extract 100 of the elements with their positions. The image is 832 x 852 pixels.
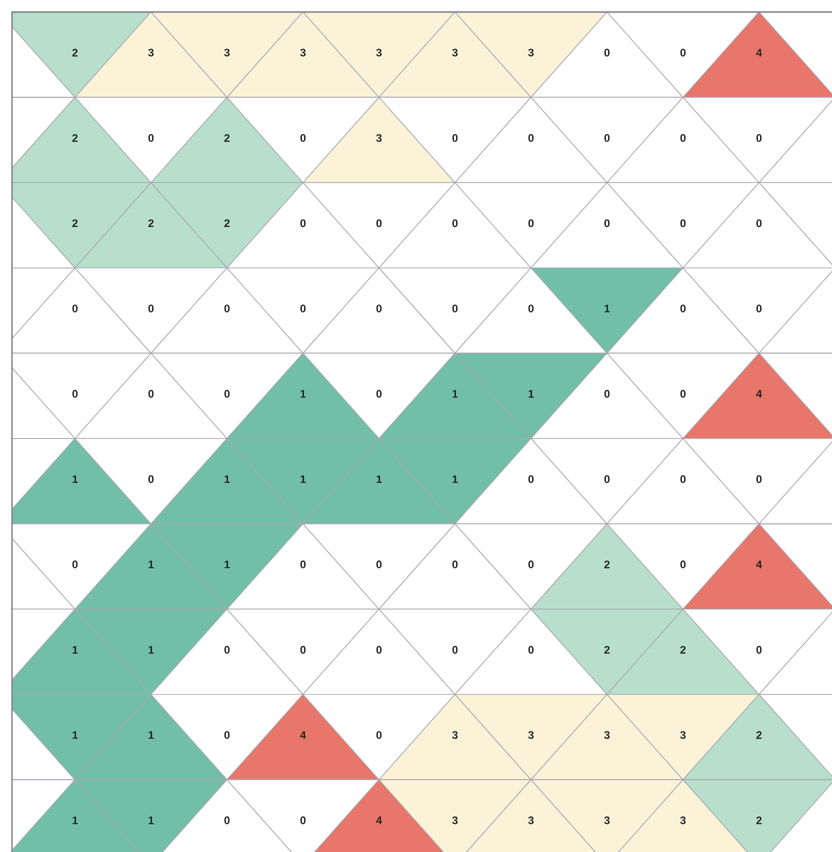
cell-value: 1	[224, 475, 230, 483]
cell-value: 0	[376, 219, 382, 228]
cell-value: 0	[528, 304, 534, 312]
cell-value: 0	[148, 475, 154, 483]
cell-value: 1	[224, 560, 230, 568]
cell-value: 2	[756, 731, 762, 739]
cell-value: 0	[680, 134, 686, 142]
cell-value: 3	[604, 816, 610, 824]
cell-value: 0	[756, 646, 762, 654]
cell-value: 3	[528, 48, 534, 56]
cell-value: 0	[376, 731, 382, 739]
cell-value: 0	[604, 48, 610, 56]
cell-value: 0	[528, 134, 534, 142]
cell-value: 0	[300, 816, 306, 824]
cell-value: 4	[376, 816, 382, 824]
cell-value: 0	[680, 390, 686, 398]
cell-value: 0	[376, 560, 382, 568]
cell-value: 3	[680, 816, 686, 824]
cell-value: 2	[72, 134, 78, 142]
cell-value: 0	[680, 48, 686, 56]
cell-value: 0	[680, 475, 686, 483]
cell-value: 0	[224, 304, 230, 312]
cell-value: 1	[300, 390, 306, 398]
cell-value: 1	[452, 475, 458, 483]
cell-value: 0	[604, 134, 610, 142]
cell-value: 1	[72, 475, 78, 483]
cell-value: 1	[376, 475, 382, 483]
cell-value: 1	[452, 390, 458, 398]
cell-value: 0	[300, 646, 306, 654]
cell-value: 0	[680, 304, 686, 312]
cell-value: 3	[300, 48, 306, 56]
cell-value: 0	[604, 219, 610, 228]
cell-value: 0	[376, 390, 382, 398]
cell-value: 2	[224, 134, 230, 142]
cell-value: 1	[148, 560, 154, 568]
cell-value: 0	[528, 646, 534, 654]
cell-value: 0	[376, 304, 382, 312]
cell-value: 0	[452, 219, 458, 228]
cell-value: 0	[756, 219, 762, 228]
cell-value: 0	[528, 560, 534, 568]
cell-value: 0	[680, 219, 686, 228]
cell-value: 2	[604, 646, 610, 654]
cell-value: 1	[72, 646, 78, 654]
cell-value: 0	[224, 816, 230, 824]
cell-value: 0	[528, 219, 534, 228]
cell-value: 0	[300, 219, 306, 228]
cell-value: 0	[452, 304, 458, 312]
cell-value: 0	[224, 390, 230, 398]
cell-value: 3	[680, 731, 686, 739]
cell-value: 0	[756, 475, 762, 483]
cell-value: 4	[756, 48, 762, 56]
cell-value: 3	[452, 731, 458, 739]
cell-value: 1	[300, 475, 306, 483]
cell-value: 0	[376, 646, 382, 654]
cell-value: 0	[452, 134, 458, 142]
cell-value: 0	[604, 390, 610, 398]
cell-value: 0	[300, 560, 306, 568]
cell-value: 1	[148, 646, 154, 654]
cell-value: 3	[528, 731, 534, 739]
cell-value: 0	[756, 134, 762, 142]
cell-value: 0	[528, 475, 534, 483]
cell-value: 0	[72, 304, 78, 312]
cell-value: 0	[148, 304, 154, 312]
cell-value: 3	[528, 816, 534, 824]
cell-value: 3	[452, 816, 458, 824]
cell-value: 0	[148, 134, 154, 142]
cell-value: 1	[72, 731, 78, 739]
cell-value: 2	[680, 646, 686, 654]
cell-value: 1	[148, 816, 154, 824]
cell-value: 1	[604, 304, 610, 312]
cell-value: 1	[528, 390, 534, 398]
cell-value: 0	[148, 390, 154, 398]
cell-value: 3	[376, 48, 382, 56]
cell-value: 2	[604, 560, 610, 568]
cell-value: 0	[680, 560, 686, 568]
cell-value: 1	[72, 816, 78, 824]
cell-value: 2	[224, 219, 230, 228]
cell-value: 0	[452, 560, 458, 568]
cell-value: 0	[224, 731, 230, 739]
cell-value: 3	[148, 48, 154, 56]
cell-value: 2	[756, 816, 762, 824]
cell-value: 4	[756, 390, 762, 398]
cell-value: 3	[376, 134, 382, 142]
cell-value: 2	[72, 48, 78, 56]
cell-value: 0	[300, 134, 306, 142]
cell-value: 0	[300, 304, 306, 312]
cell-value: 2	[72, 219, 78, 228]
cell-value: 0	[604, 475, 610, 483]
cell-value: 4	[300, 731, 306, 739]
cell-value: 0	[72, 390, 78, 398]
cell-value: 1	[148, 731, 154, 739]
cell-value: 3	[604, 731, 610, 739]
cell-value: 3	[224, 48, 230, 56]
cell-value: 3	[452, 48, 458, 56]
cell-value: 4	[756, 560, 762, 568]
cell-value: 0	[224, 646, 230, 654]
cell-value: 0	[756, 304, 762, 312]
cell-value: 0	[452, 646, 458, 654]
cell-value: 2	[148, 219, 154, 228]
cell-value: 0	[72, 560, 78, 568]
